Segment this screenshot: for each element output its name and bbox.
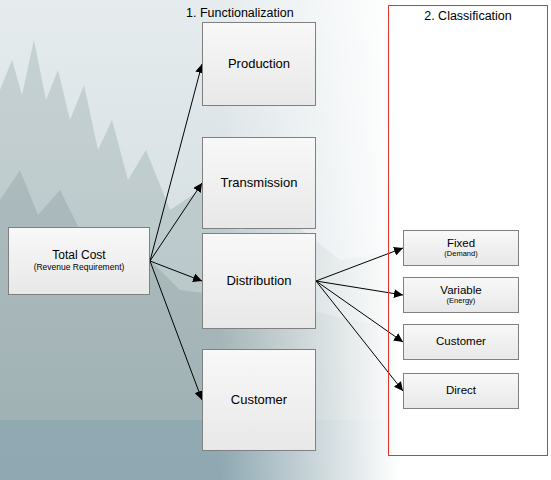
box-title: Direct <box>446 384 476 397</box>
function-box: Production <box>202 22 316 106</box>
function-box: Customer <box>202 349 316 451</box>
box-title: Fixed <box>447 237 475 250</box>
photo-sky <box>0 0 400 480</box>
class-box: Customer <box>403 324 519 360</box>
connector-arrow <box>150 183 202 261</box>
box-title: Total Cost <box>52 249 105 263</box>
function-box: Distribution <box>202 233 316 329</box>
function-box: Transmission <box>202 137 316 229</box>
box-title: Customer <box>231 393 287 408</box>
cost-box: Total Cost(Revenue Requirement) <box>8 227 150 295</box>
connector-arrow <box>316 281 403 342</box>
class-box: Direct <box>403 373 519 409</box>
box-subtitle: (Energy) <box>447 297 476 306</box>
box-subtitle: (Demand) <box>444 250 477 259</box>
photo-water <box>0 420 400 480</box>
box-title: 2. Classification <box>389 9 547 23</box>
photo-group <box>0 0 400 480</box>
photo-forest <box>0 170 400 480</box>
connector-arrow <box>316 281 403 295</box>
classification-region: 2. ClassificationFixed(Demand) Variable(E… <box>388 5 548 456</box>
photo-treeline <box>0 40 400 480</box>
connector-arrow <box>316 281 403 391</box>
box-title: Transmission <box>221 176 298 191</box>
connector-arrow <box>150 261 202 400</box>
connector-arrow <box>150 261 202 281</box>
box-title: Production <box>228 57 290 72</box>
section-heading: 1. Functionalization <box>186 6 294 20</box>
class-box: Fixed(Demand) <box>403 230 519 266</box>
box-subtitle: (Revenue Requirement) <box>34 263 125 273</box>
box-title: Distribution <box>226 274 291 289</box>
connector-arrow <box>316 248 403 281</box>
connector-arrow <box>150 64 202 261</box>
box-title: Variable <box>440 284 481 297</box>
box-title: Customer <box>436 335 486 348</box>
class-box: Variable(Energy) <box>403 277 519 313</box>
